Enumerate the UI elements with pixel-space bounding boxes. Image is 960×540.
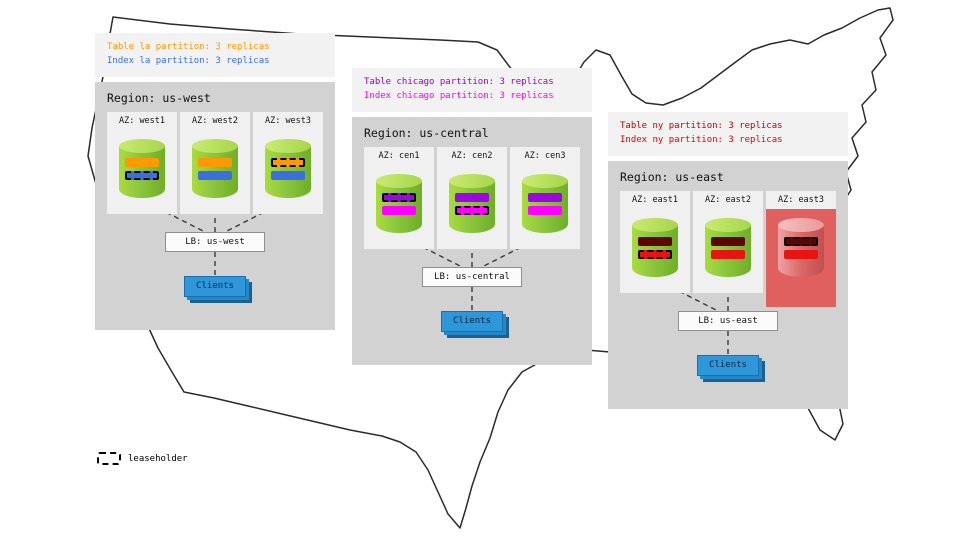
table-leaseholder-bar (382, 192, 416, 202)
clients-box-west: Clients (184, 275, 246, 297)
az-body (364, 165, 434, 249)
region-box-east: Region: us-east AZ: east1 AZ: east2 (608, 160, 848, 409)
table-replica-bar (198, 157, 232, 167)
index-replica-bar (528, 205, 562, 215)
az-body (693, 209, 763, 293)
az-body (620, 209, 690, 293)
az-row: AZ: cen1 AZ: cen2 AZ: ce (364, 146, 580, 249)
legend: leaseholder (97, 452, 188, 465)
index-leaseholder-bar (638, 249, 672, 259)
database-node-icon (119, 138, 165, 198)
database-node-icon (705, 217, 751, 277)
table-replica-bar (638, 236, 672, 246)
load-balancer-west: LB: us-west (165, 231, 265, 252)
az-body-failed (766, 208, 836, 293)
az-label: AZ: west2 (191, 115, 239, 126)
partition-note-central: Table chicago partition: 3 replicas Inde… (352, 68, 592, 112)
table-replica-bar (455, 192, 489, 202)
table-partition-note: Table ny partition: 3 replicas (620, 121, 783, 131)
database-node-icon (522, 173, 568, 233)
region-box-central: Region: us-central AZ: cen1 AZ: cen2 (352, 116, 592, 365)
index-replica-bar (784, 249, 818, 259)
index-partition-note: Index ny partition: 3 replicas (620, 134, 783, 145)
az-label: AZ: cen3 (524, 150, 566, 161)
az-label: AZ: west3 (264, 115, 312, 126)
az-row: AZ: west1 AZ: west2 AZ: (107, 111, 323, 214)
az-east1: AZ: east1 (620, 190, 690, 293)
table-leaseholder-bar (271, 157, 305, 167)
az-east3-failed: AZ: east3 (766, 190, 836, 293)
az-body (253, 130, 323, 214)
database-node-icon (632, 217, 678, 277)
index-partition-note: Index chicago partition: 3 replicas (364, 90, 554, 101)
az-label: AZ: cen2 (451, 150, 493, 161)
leaseholder-dashed-icon (97, 452, 121, 465)
table-replica-bar (711, 236, 745, 246)
az-west3: AZ: west3 (253, 111, 323, 214)
az-cen1: AZ: cen1 (364, 146, 434, 249)
az-label: AZ: east1 (631, 194, 679, 205)
index-replica-bar (382, 205, 416, 215)
az-cen3: AZ: cen3 (510, 146, 580, 249)
index-replica-bar (271, 170, 305, 180)
az-body (180, 130, 250, 214)
clients-box-central: Clients (441, 310, 503, 332)
table-partition-note: Table chicago partition: 3 replicas (364, 77, 554, 87)
az-label: AZ: east3 (777, 194, 825, 205)
az-label: AZ: east2 (704, 194, 752, 205)
load-balancer-central: LB: us-central (422, 266, 522, 287)
database-node-icon (449, 173, 495, 233)
partition-note-west: Table la partition: 3 replicas Index la … (95, 33, 335, 77)
region-title: Region: us-west (107, 90, 211, 105)
region-title: Region: us-central (364, 125, 489, 140)
database-node-icon (265, 138, 311, 198)
az-label: AZ: west1 (118, 115, 166, 126)
region-box-west: Region: us-west AZ: west1 AZ: west2 (95, 81, 335, 330)
database-node-icon (376, 173, 422, 233)
database-node-icon (192, 138, 238, 198)
region-title: Region: us-east (620, 169, 724, 184)
region-us-central: Table chicago partition: 3 replicas Inde… (352, 68, 592, 365)
az-west1: AZ: west1 (107, 111, 177, 214)
index-leaseholder-bar (125, 170, 159, 180)
table-replica-bar (528, 192, 562, 202)
index-partition-note: Index la partition: 3 replicas (107, 55, 270, 66)
table-partition-note: Table la partition: 3 replicas (107, 42, 270, 52)
az-body (510, 165, 580, 249)
region-us-west: Table la partition: 3 replicas Index la … (95, 33, 335, 330)
az-cen2: AZ: cen2 (437, 146, 507, 249)
database-node-failed-icon (778, 217, 824, 277)
table-leaseholder-bar (784, 236, 818, 246)
az-row: AZ: east1 AZ: east2 AZ: (620, 190, 836, 293)
az-east2: AZ: east2 (693, 190, 763, 293)
az-body (107, 130, 177, 214)
az-label: AZ: cen1 (378, 150, 420, 161)
table-replica-bar (125, 157, 159, 167)
region-us-east: Table ny partition: 3 replicas Index ny … (608, 112, 848, 409)
index-replica-bar (198, 170, 232, 180)
clients-box-east: Clients (697, 354, 759, 376)
index-leaseholder-bar (455, 205, 489, 215)
az-west2: AZ: west2 (180, 111, 250, 214)
load-balancer-east: LB: us-east (678, 310, 778, 331)
az-body (437, 165, 507, 249)
index-replica-bar (711, 249, 745, 259)
legend-label: leaseholder (128, 453, 188, 464)
partition-note-east: Table ny partition: 3 replicas Index ny … (608, 112, 848, 156)
